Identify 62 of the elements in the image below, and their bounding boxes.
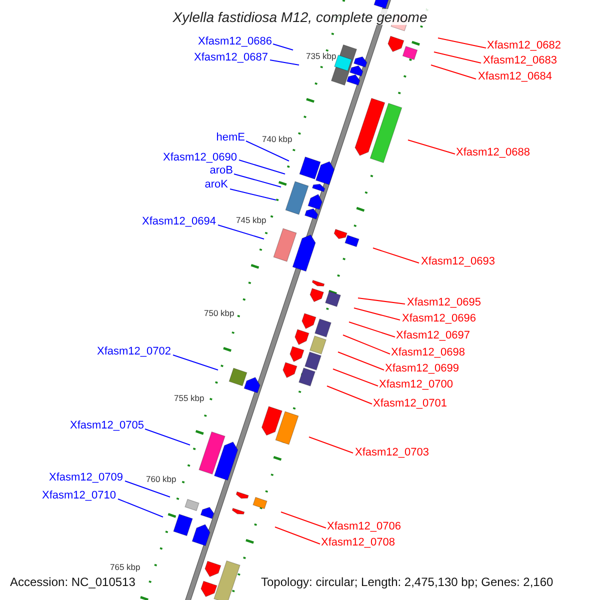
leader-line bbox=[274, 526, 320, 544]
gene-label: Xfasm12_0684 bbox=[478, 70, 552, 84]
accession-text: Accession: NC_010513 bbox=[10, 575, 136, 589]
gene-label: Xfasm12_0694 bbox=[142, 216, 216, 228]
gene-label: Xfasm12_0710 bbox=[42, 490, 116, 502]
gene-label: Xfasm12_0699 bbox=[385, 362, 459, 376]
leader-line bbox=[342, 334, 390, 354]
leader-line bbox=[348, 322, 396, 338]
leader-line bbox=[272, 44, 294, 50]
gene-label: Xfasm12_0708 bbox=[321, 536, 395, 550]
genome-info-text: Topology: circular; Length: 2,475,130 bp; Genes: 2,160 bbox=[261, 575, 554, 589]
gene-label: Xfasm12_0697 bbox=[396, 330, 470, 342]
leader-line bbox=[338, 352, 384, 370]
leader-line bbox=[332, 368, 378, 386]
position-tick-label: 745 kbp bbox=[236, 215, 266, 225]
leader-line bbox=[358, 298, 406, 304]
leader-line bbox=[238, 160, 286, 174]
genome-title: Xylella fastidiosa M12, complete genome bbox=[170, 9, 430, 25]
leader-line bbox=[354, 308, 400, 320]
gene-label: Xfasm12_0682 bbox=[487, 40, 561, 52]
leader-line bbox=[270, 60, 300, 66]
gene-label: Xfasm12_0701 bbox=[373, 398, 447, 410]
gene-label: Xfasm12_0703 bbox=[355, 446, 429, 460]
gene-label: Xfasm12_0696 bbox=[402, 312, 476, 326]
gene-label: Xfasm12_0706 bbox=[327, 520, 401, 534]
leader-line bbox=[118, 498, 164, 518]
gene-label: Xfasm12_0690 bbox=[163, 152, 237, 164]
position-tick-label: 740 kbp bbox=[262, 134, 292, 144]
leader-line bbox=[434, 52, 482, 64]
gene-label: aroK bbox=[204, 178, 228, 192]
gene-label: Xfasm12_0683 bbox=[483, 54, 557, 68]
gene-label: Xfasm12_0702 bbox=[97, 346, 171, 358]
leader-line bbox=[372, 248, 420, 264]
position-tick-label: 755 kbp bbox=[174, 393, 204, 403]
gene-label: aroB bbox=[210, 164, 233, 178]
leader-line bbox=[438, 38, 486, 48]
gene-label: Xfasm12_0688 bbox=[456, 146, 530, 160]
leader-line bbox=[234, 174, 282, 188]
gene-label: Xfasm12_0705 bbox=[70, 420, 144, 432]
leader-line bbox=[230, 188, 276, 200]
leader-line bbox=[408, 140, 456, 154]
position-tick-label: 735 kbp bbox=[306, 51, 336, 61]
leader-line bbox=[124, 480, 170, 498]
gene-label: Xfasm12_0700 bbox=[379, 378, 453, 392]
leader-line bbox=[172, 354, 218, 370]
gene-label: Xfasm12_0709 bbox=[49, 472, 123, 484]
gene-label: Xfasm12_0687 bbox=[194, 52, 268, 64]
gene-label: hemE bbox=[216, 132, 245, 144]
gene-label: Xfasm12_0698 bbox=[391, 346, 465, 360]
position-tick-label: 760 kbp bbox=[146, 474, 176, 484]
leader-line bbox=[308, 436, 354, 454]
position-tick-label: 750 kbp bbox=[204, 308, 234, 318]
leader-line bbox=[246, 140, 290, 162]
gene-label: Xfasm12_0695 bbox=[407, 296, 481, 310]
leader-line bbox=[144, 428, 190, 446]
position-tick-label: 765 kbp bbox=[110, 562, 140, 572]
leader-line bbox=[430, 64, 476, 80]
leader-line bbox=[280, 512, 326, 528]
leader-line bbox=[326, 386, 372, 404]
gene-label: Xfasm12_0686 bbox=[198, 36, 272, 48]
leader-line bbox=[218, 224, 264, 240]
gene-label: Xfasm12_0693 bbox=[421, 256, 495, 268]
